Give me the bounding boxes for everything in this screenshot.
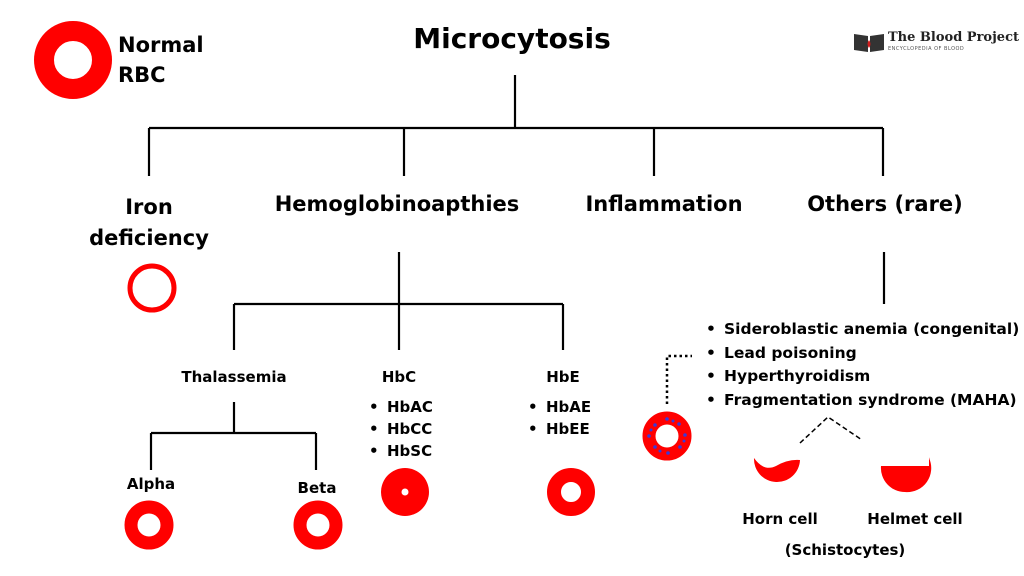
normal-rbc-icon	[34, 21, 112, 99]
label-alpha: Alpha	[126, 475, 176, 493]
stippled-rbc-icon	[642, 411, 692, 461]
category-iron-line1: Iron	[125, 195, 173, 219]
list-item: Sideroblastic anemia (congenital)	[706, 318, 1019, 342]
category-hemoglobinopathies: Hemoglobinoapthies	[274, 192, 520, 216]
subcategory-hbc: HbC	[381, 368, 417, 386]
others-list: Sideroblastic anemia (congenital) Lead p…	[706, 318, 1019, 412]
list-item: Hyperthyroidism	[706, 365, 1019, 389]
legend-normal-rbc: Normal RBC	[118, 30, 204, 90]
iron-deficiency-rbc-icon	[127, 263, 177, 313]
horn-cell-icon	[753, 458, 800, 483]
label-beta: Beta	[297, 479, 337, 497]
book-logo-icon	[854, 34, 884, 52]
beta-rbc-icon	[293, 500, 343, 550]
category-iron-line2: deficiency	[89, 226, 209, 250]
logo-tagline: ENCYCLOPEDIA OF BLOOD	[888, 46, 965, 52]
list-item: HbAE	[528, 396, 591, 418]
subcategory-thalassemia: Thalassemia	[181, 368, 287, 386]
label-horn-cell: Horn cell	[742, 510, 818, 528]
dashed-connector-schisto	[799, 416, 863, 444]
list-item: HbEE	[528, 418, 591, 440]
logo[interactable]: The Blood Project ENCYCLOPEDIA OF BLOOD	[852, 30, 1019, 56]
label-helmet-cell: Helmet cell	[867, 510, 963, 528]
category-iron-deficiency: Iron deficiency	[89, 192, 209, 254]
hbc-rbc-center-icon	[401, 488, 409, 496]
hbc-genotype-list: HbAC HbCC HbSC	[369, 396, 433, 462]
diagram-title: Microcytosis	[413, 22, 611, 55]
list-item: Fragmentation syndrome (MAHA)	[706, 389, 1019, 413]
hbe-genotype-list: HbAE HbEE	[528, 396, 591, 440]
dotted-connector-lead	[665, 354, 692, 404]
list-item: HbSC	[369, 440, 433, 462]
subcategory-hbe: HbE	[546, 368, 580, 386]
list-item: HbAC	[369, 396, 433, 418]
legend-line1: Normal	[118, 33, 204, 57]
legend-line2: RBC	[118, 63, 166, 87]
alpha-rbc-icon	[124, 500, 174, 550]
logo-name: The Blood Project	[888, 30, 1019, 45]
list-item: HbCC	[369, 418, 433, 440]
category-others: Others (rare)	[807, 192, 963, 216]
list-item: Lead poisoning	[706, 342, 1019, 366]
hbe-rbc-icon	[547, 468, 595, 516]
category-inflammation: Inflammation	[585, 192, 743, 216]
label-schistocytes: (Schistocytes)	[784, 541, 906, 559]
helmet-cell-body-icon	[880, 458, 932, 493]
